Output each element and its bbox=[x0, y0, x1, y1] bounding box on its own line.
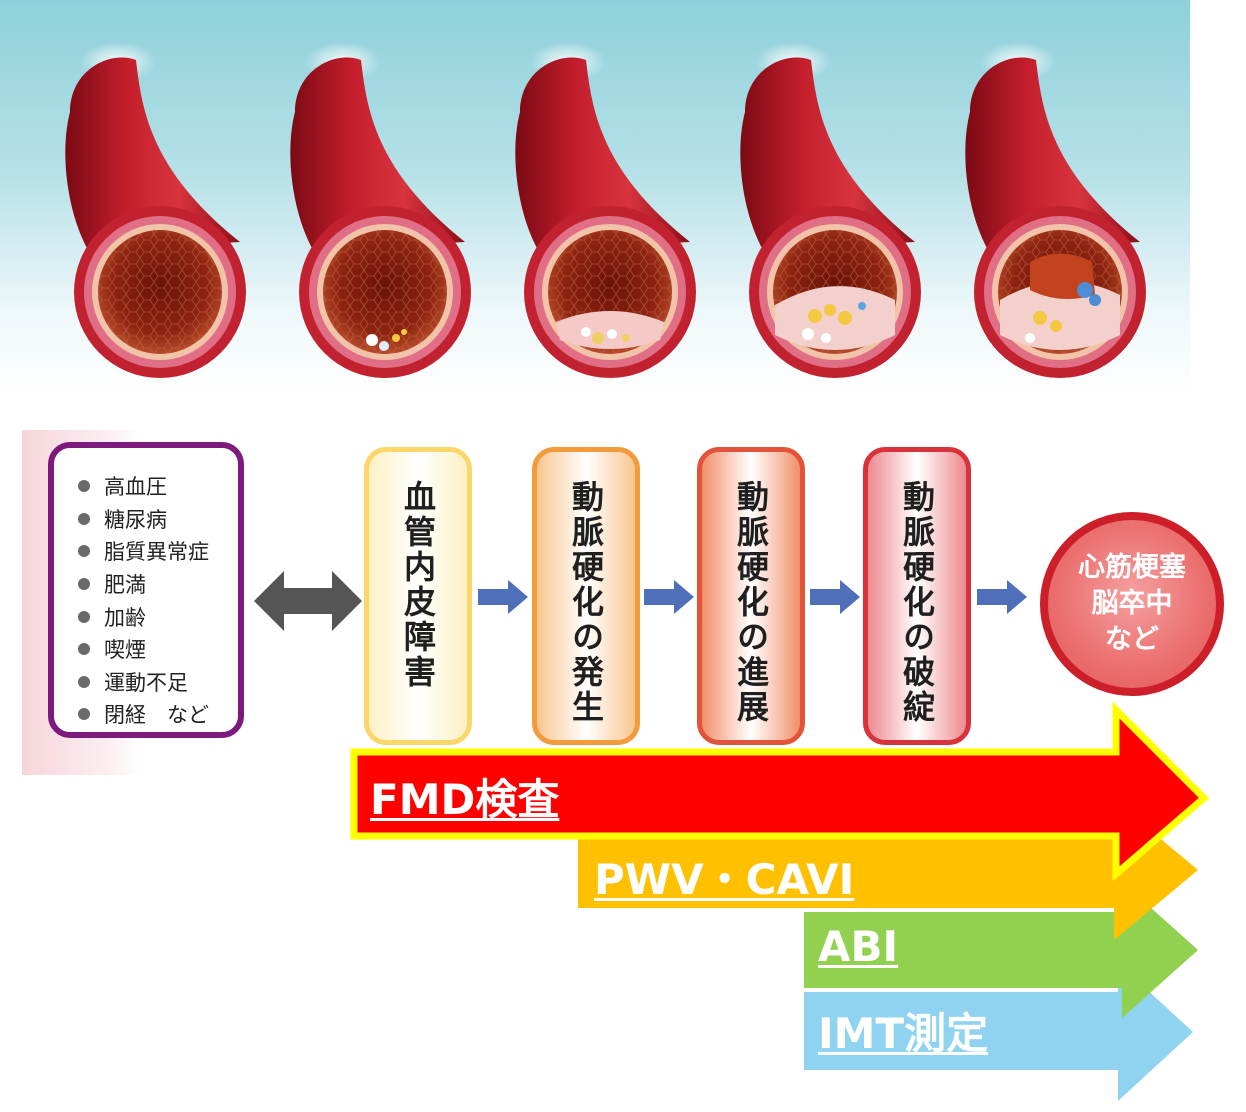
imt-test-label: IMT測定 bbox=[818, 1009, 989, 1058]
artery-4 bbox=[740, 42, 921, 378]
bullet-icon bbox=[78, 545, 90, 558]
risk-factor-item: 加齢 bbox=[78, 600, 238, 633]
bullet-icon bbox=[78, 610, 90, 623]
risk-factor-item: 高血圧 bbox=[78, 470, 238, 503]
artery-3 bbox=[515, 42, 696, 378]
bullet-icon bbox=[78, 643, 90, 656]
imt-arrow bbox=[804, 963, 1193, 1101]
abi-arrow bbox=[804, 882, 1198, 1018]
flow-arrow-icon bbox=[644, 580, 694, 614]
bullet-icon bbox=[78, 675, 90, 688]
stage-label: 動脈硬化の破綻 bbox=[898, 480, 936, 725]
bullet-icon bbox=[78, 480, 90, 493]
outcome-line: 心筋梗塞 bbox=[1078, 552, 1186, 583]
risk-factor-label: 脂質異常症 bbox=[104, 540, 209, 565]
stage-progression: 動脈硬化の進展 bbox=[697, 447, 805, 745]
flow-arrow-icon bbox=[478, 580, 528, 614]
stage-label: 血管内皮障害 bbox=[399, 480, 437, 690]
risk-factor-item: 運動不足 bbox=[78, 666, 238, 699]
risk-factor-item: 閉経 など bbox=[78, 698, 238, 731]
bullet-icon bbox=[78, 578, 90, 591]
artery-illustration-panel bbox=[0, 0, 1190, 392]
risk-factor-label: 肥満 bbox=[104, 573, 146, 598]
stage-rupture: 動脈硬化の破綻 bbox=[863, 447, 971, 745]
artery-2 bbox=[290, 42, 471, 378]
stage-label: 動脈硬化の進展 bbox=[732, 480, 770, 725]
risk-factor-item: 脂質異常症 bbox=[78, 535, 238, 568]
stage-onset: 動脈硬化の発生 bbox=[532, 447, 640, 745]
bullet-icon bbox=[78, 708, 90, 721]
risk-factor-label: 糖尿病 bbox=[104, 507, 167, 532]
risk-factor-label: 喫煙 bbox=[104, 638, 146, 663]
risk-factor-label: 加齢 bbox=[104, 605, 146, 630]
outcome-line: など bbox=[1105, 624, 1159, 655]
bullet-icon bbox=[78, 512, 90, 525]
artery-5 bbox=[965, 42, 1146, 378]
pwv-arrow bbox=[578, 800, 1198, 940]
fmd-test-label: FMD検査 bbox=[370, 775, 560, 824]
risk-factor-label: 高血圧 bbox=[104, 475, 167, 500]
pwv-cavi-test-label: PWV・CAVI bbox=[594, 855, 855, 904]
risk-factor-label: 運動不足 bbox=[104, 670, 188, 695]
risk-factor-item: 糖尿病 bbox=[78, 503, 238, 536]
outcome-line: 脳卒中 bbox=[1091, 588, 1173, 619]
fmd-arrow bbox=[350, 701, 1210, 882]
double-arrow-icon bbox=[254, 571, 362, 631]
risk-factor-item: 喫煙 bbox=[78, 633, 238, 666]
artery-illustration bbox=[65, 42, 1146, 378]
stage-label: 動脈硬化の発生 bbox=[567, 480, 605, 725]
flow-arrow-icon bbox=[810, 580, 860, 614]
abi-test-label: ABI bbox=[818, 922, 899, 971]
risk-factor-box: 高血圧 糖尿病 脂質異常症 肥満 加齢 喫煙 運動不足 閉経 など bbox=[48, 442, 244, 738]
flow-arrow-icon bbox=[977, 580, 1027, 614]
risk-factor-label: 閉経 など bbox=[104, 703, 209, 728]
outcome-circle: 心筋梗塞 脳卒中 など bbox=[1040, 512, 1224, 696]
artery-1 bbox=[65, 42, 246, 378]
risk-factor-item: 肥満 bbox=[78, 568, 238, 601]
stage-endothelial-dysfunction: 血管内皮障害 bbox=[364, 447, 472, 745]
